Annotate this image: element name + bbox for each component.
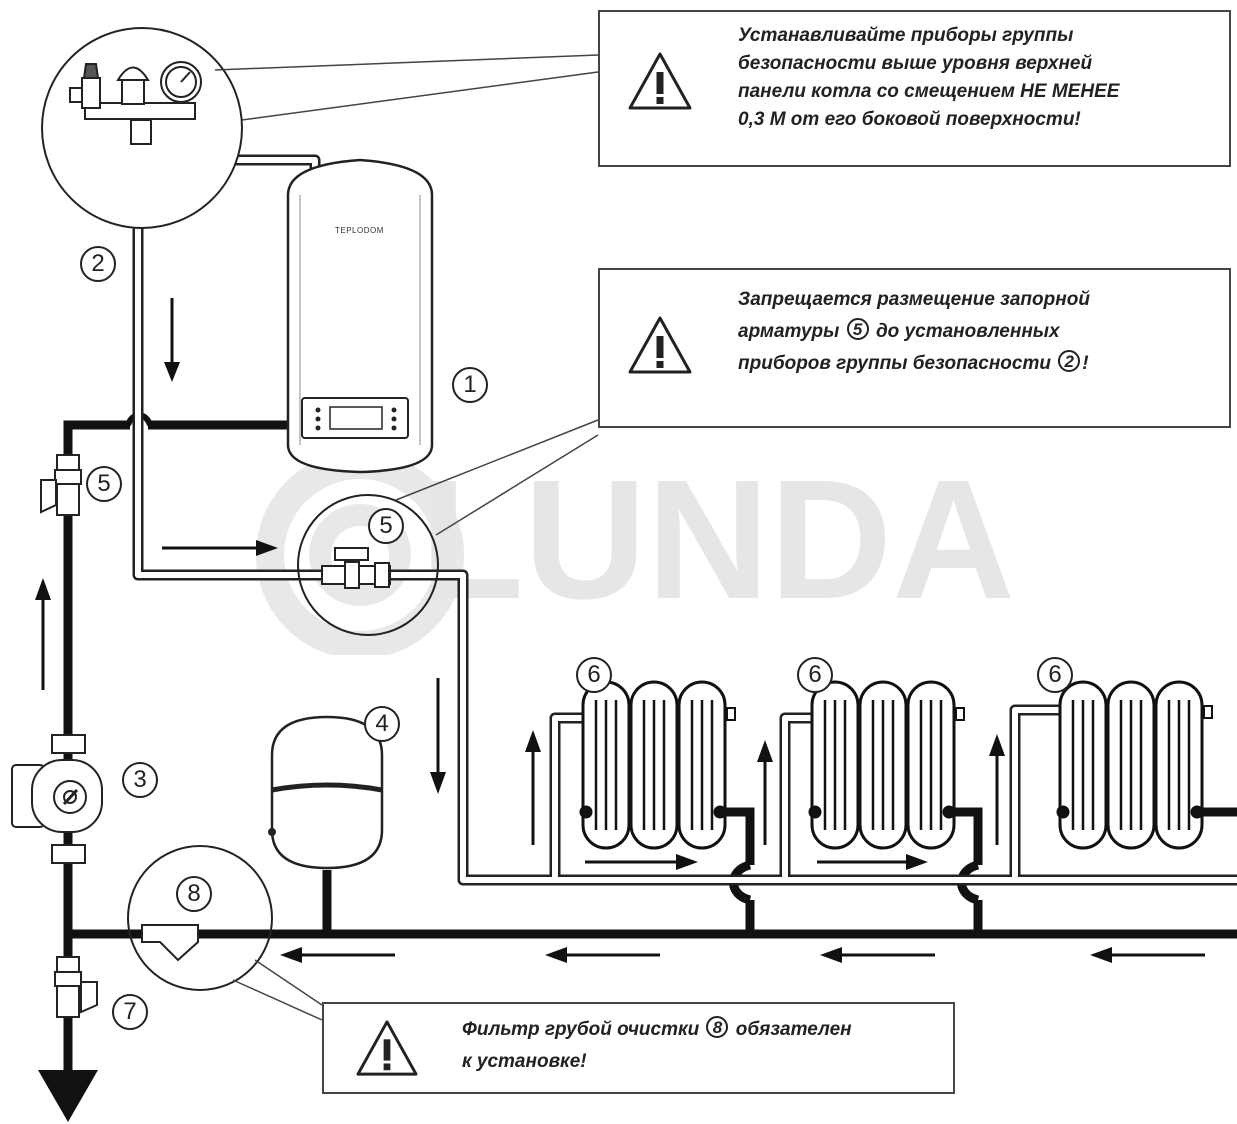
warning-icon [628, 316, 692, 374]
label-valve-supply: 5 [368, 508, 404, 544]
boiler [286, 158, 434, 474]
label-filter: 8 [176, 876, 212, 912]
safety-group-icon [69, 61, 202, 145]
boiler-brand: TEPLODOM [335, 226, 384, 235]
label-boiler: 1 [452, 367, 488, 403]
radiator-2 [808, 680, 965, 850]
note-filter-line-1a: Фильтр грубой очистки [462, 1019, 700, 1040]
note-safety-line-3: панели котла со смещением НЕ МЕНЕЕ [738, 81, 1120, 102]
note-shutoff-line-3: приборов группы безопасности 2! [738, 348, 1090, 380]
safety-callout-line-2 [241, 71, 599, 121]
note-shutoff-line-2: арматуры 5 до установленных [738, 316, 1090, 348]
warning-icon [628, 52, 692, 110]
note-shutoff: Запрещается размещение запорной арматуры… [598, 268, 1231, 428]
note-shutoff-line-2a: арматуры [738, 321, 840, 342]
filter-callout-line-1 [254, 959, 323, 1006]
label-safety-group: 2 [80, 246, 116, 282]
label-expansion-tank: 4 [364, 706, 400, 742]
warning-icon [356, 1020, 418, 1076]
filter-icon [141, 924, 199, 962]
note-shutoff-line-1: Запрещается размещение запорной [738, 289, 1090, 310]
valve-callout-line-1 [395, 419, 599, 501]
note-safety-line-1: Устанавливайте приборы группы [738, 25, 1074, 46]
valve-return-icon [40, 454, 82, 516]
filter-callout-line-2 [232, 979, 323, 1021]
valve-callout-line-2 [435, 434, 599, 536]
note-filter-text: Фильтр грубой очистки 8 обязателен к уст… [462, 1014, 852, 1078]
label-radiator-3: 6 [1037, 657, 1073, 693]
note-shutoff-line-2b: до установленных [875, 321, 1060, 342]
flow-arrows [35, 298, 1205, 963]
supply-pipes [132, 145, 1237, 886]
label-valve-return: 5 [86, 466, 122, 502]
safety-callout-line-1 [214, 54, 599, 71]
valve-callout-circle [297, 494, 439, 636]
valve-drain-icon [54, 956, 98, 1018]
note-safety-line-4: 0,3 М от его боковой поверхности! [738, 109, 1081, 130]
note-filter-num-8: 8 [706, 1016, 729, 1038]
radiator-1 [579, 680, 736, 850]
label-drain-valve: 7 [112, 994, 148, 1030]
ball-valve-icon [321, 547, 391, 589]
filter-callout-circle [127, 845, 273, 991]
note-safety-group: Устанавливайте приборы группы безопаснос… [598, 10, 1231, 167]
note-filter: Фильтр грубой очистки 8 обязателен к уст… [322, 1002, 955, 1094]
note-shutoff-text: Запрещается размещение запорной арматуры… [738, 284, 1090, 380]
radiator-3 [1056, 680, 1213, 850]
label-radiator-1: 6 [576, 657, 612, 693]
label-pump: 3 [122, 762, 158, 798]
expansion-tank [268, 715, 384, 870]
label-radiator-2: 6 [797, 657, 833, 693]
note-safety-line-2: безопасности выше уровня верхней [738, 53, 1093, 74]
note-shutoff-num-2: 2 [1058, 350, 1081, 372]
note-shutoff-line-3a: приборов группы безопасности [738, 353, 1051, 374]
circulation-pump [11, 734, 103, 864]
note-shutoff-num-5: 5 [846, 318, 869, 340]
note-safety-group-text: Устанавливайте приборы группы безопаснос… [738, 22, 1119, 134]
note-filter-line-1b: обязателен [735, 1019, 852, 1040]
drain-arrow-icon [38, 1070, 98, 1122]
note-filter-line-2: к установке! [462, 1051, 587, 1072]
note-shutoff-line-3b: ! [1082, 353, 1089, 374]
note-filter-line-1: Фильтр грубой очистки 8 обязателен [462, 1014, 852, 1046]
return-pipes [63, 420, 1237, 1075]
